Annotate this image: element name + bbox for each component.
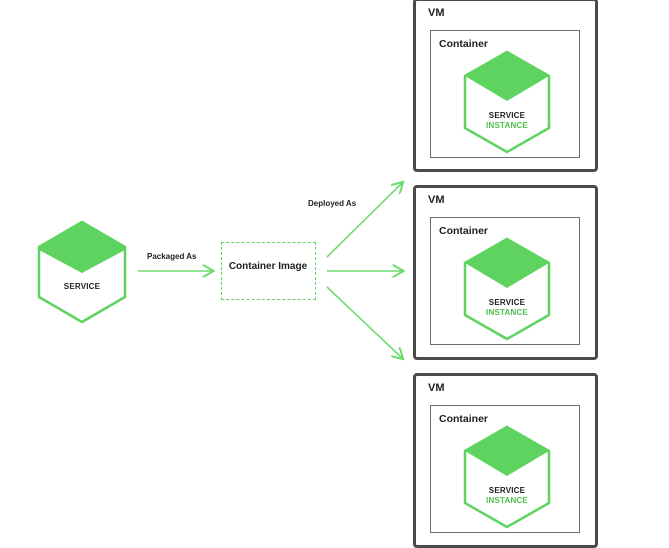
container-image-label: Container Image bbox=[228, 261, 308, 272]
container-label: Container bbox=[439, 38, 489, 50]
service-instance-line2: INSTANCE bbox=[486, 308, 528, 317]
service-instance-line1: SERVICE bbox=[488, 298, 526, 307]
service-instance-hexagon-icon bbox=[463, 237, 551, 341]
vm-label: VM bbox=[428, 7, 445, 19]
container-image-box: Container Image bbox=[221, 242, 316, 300]
service-instance-hexagon-icon bbox=[463, 425, 551, 529]
service-instance-line1: SERVICE bbox=[488, 111, 526, 120]
vm-box: VM Container SERVICE INSTANCE bbox=[413, 0, 598, 172]
container-label: Container bbox=[439, 225, 489, 237]
vm-box: VM Container SERVICE INSTANCE bbox=[413, 185, 598, 360]
deployed-as-label: Deployed As bbox=[308, 199, 357, 208]
vm-label: VM bbox=[428, 194, 445, 206]
container-box: Container SERVICE INSTANCE bbox=[430, 30, 580, 158]
vm-box: VM Container SERVICE INSTANCE bbox=[413, 373, 598, 548]
service-instance-line2: INSTANCE bbox=[486, 496, 528, 505]
container-box: Container SERVICE INSTANCE bbox=[430, 405, 580, 533]
service-instance-line1: SERVICE bbox=[488, 486, 526, 495]
vm-label: VM bbox=[428, 382, 445, 394]
service-instance-line2: INSTANCE bbox=[486, 121, 528, 130]
service-label: SERVICE bbox=[63, 282, 101, 291]
deployed-as-arrow-top bbox=[326, 183, 402, 258]
service-node: SERVICE bbox=[36, 220, 128, 324]
deployed-as-arrow-bottom bbox=[326, 286, 402, 358]
service-instance-hexagon-icon bbox=[463, 50, 551, 154]
packaged-as-label: Packaged As bbox=[147, 252, 197, 261]
service-hexagon-icon bbox=[37, 220, 127, 324]
container-label: Container bbox=[439, 413, 489, 425]
container-box: Container SERVICE INSTANCE bbox=[430, 217, 580, 345]
